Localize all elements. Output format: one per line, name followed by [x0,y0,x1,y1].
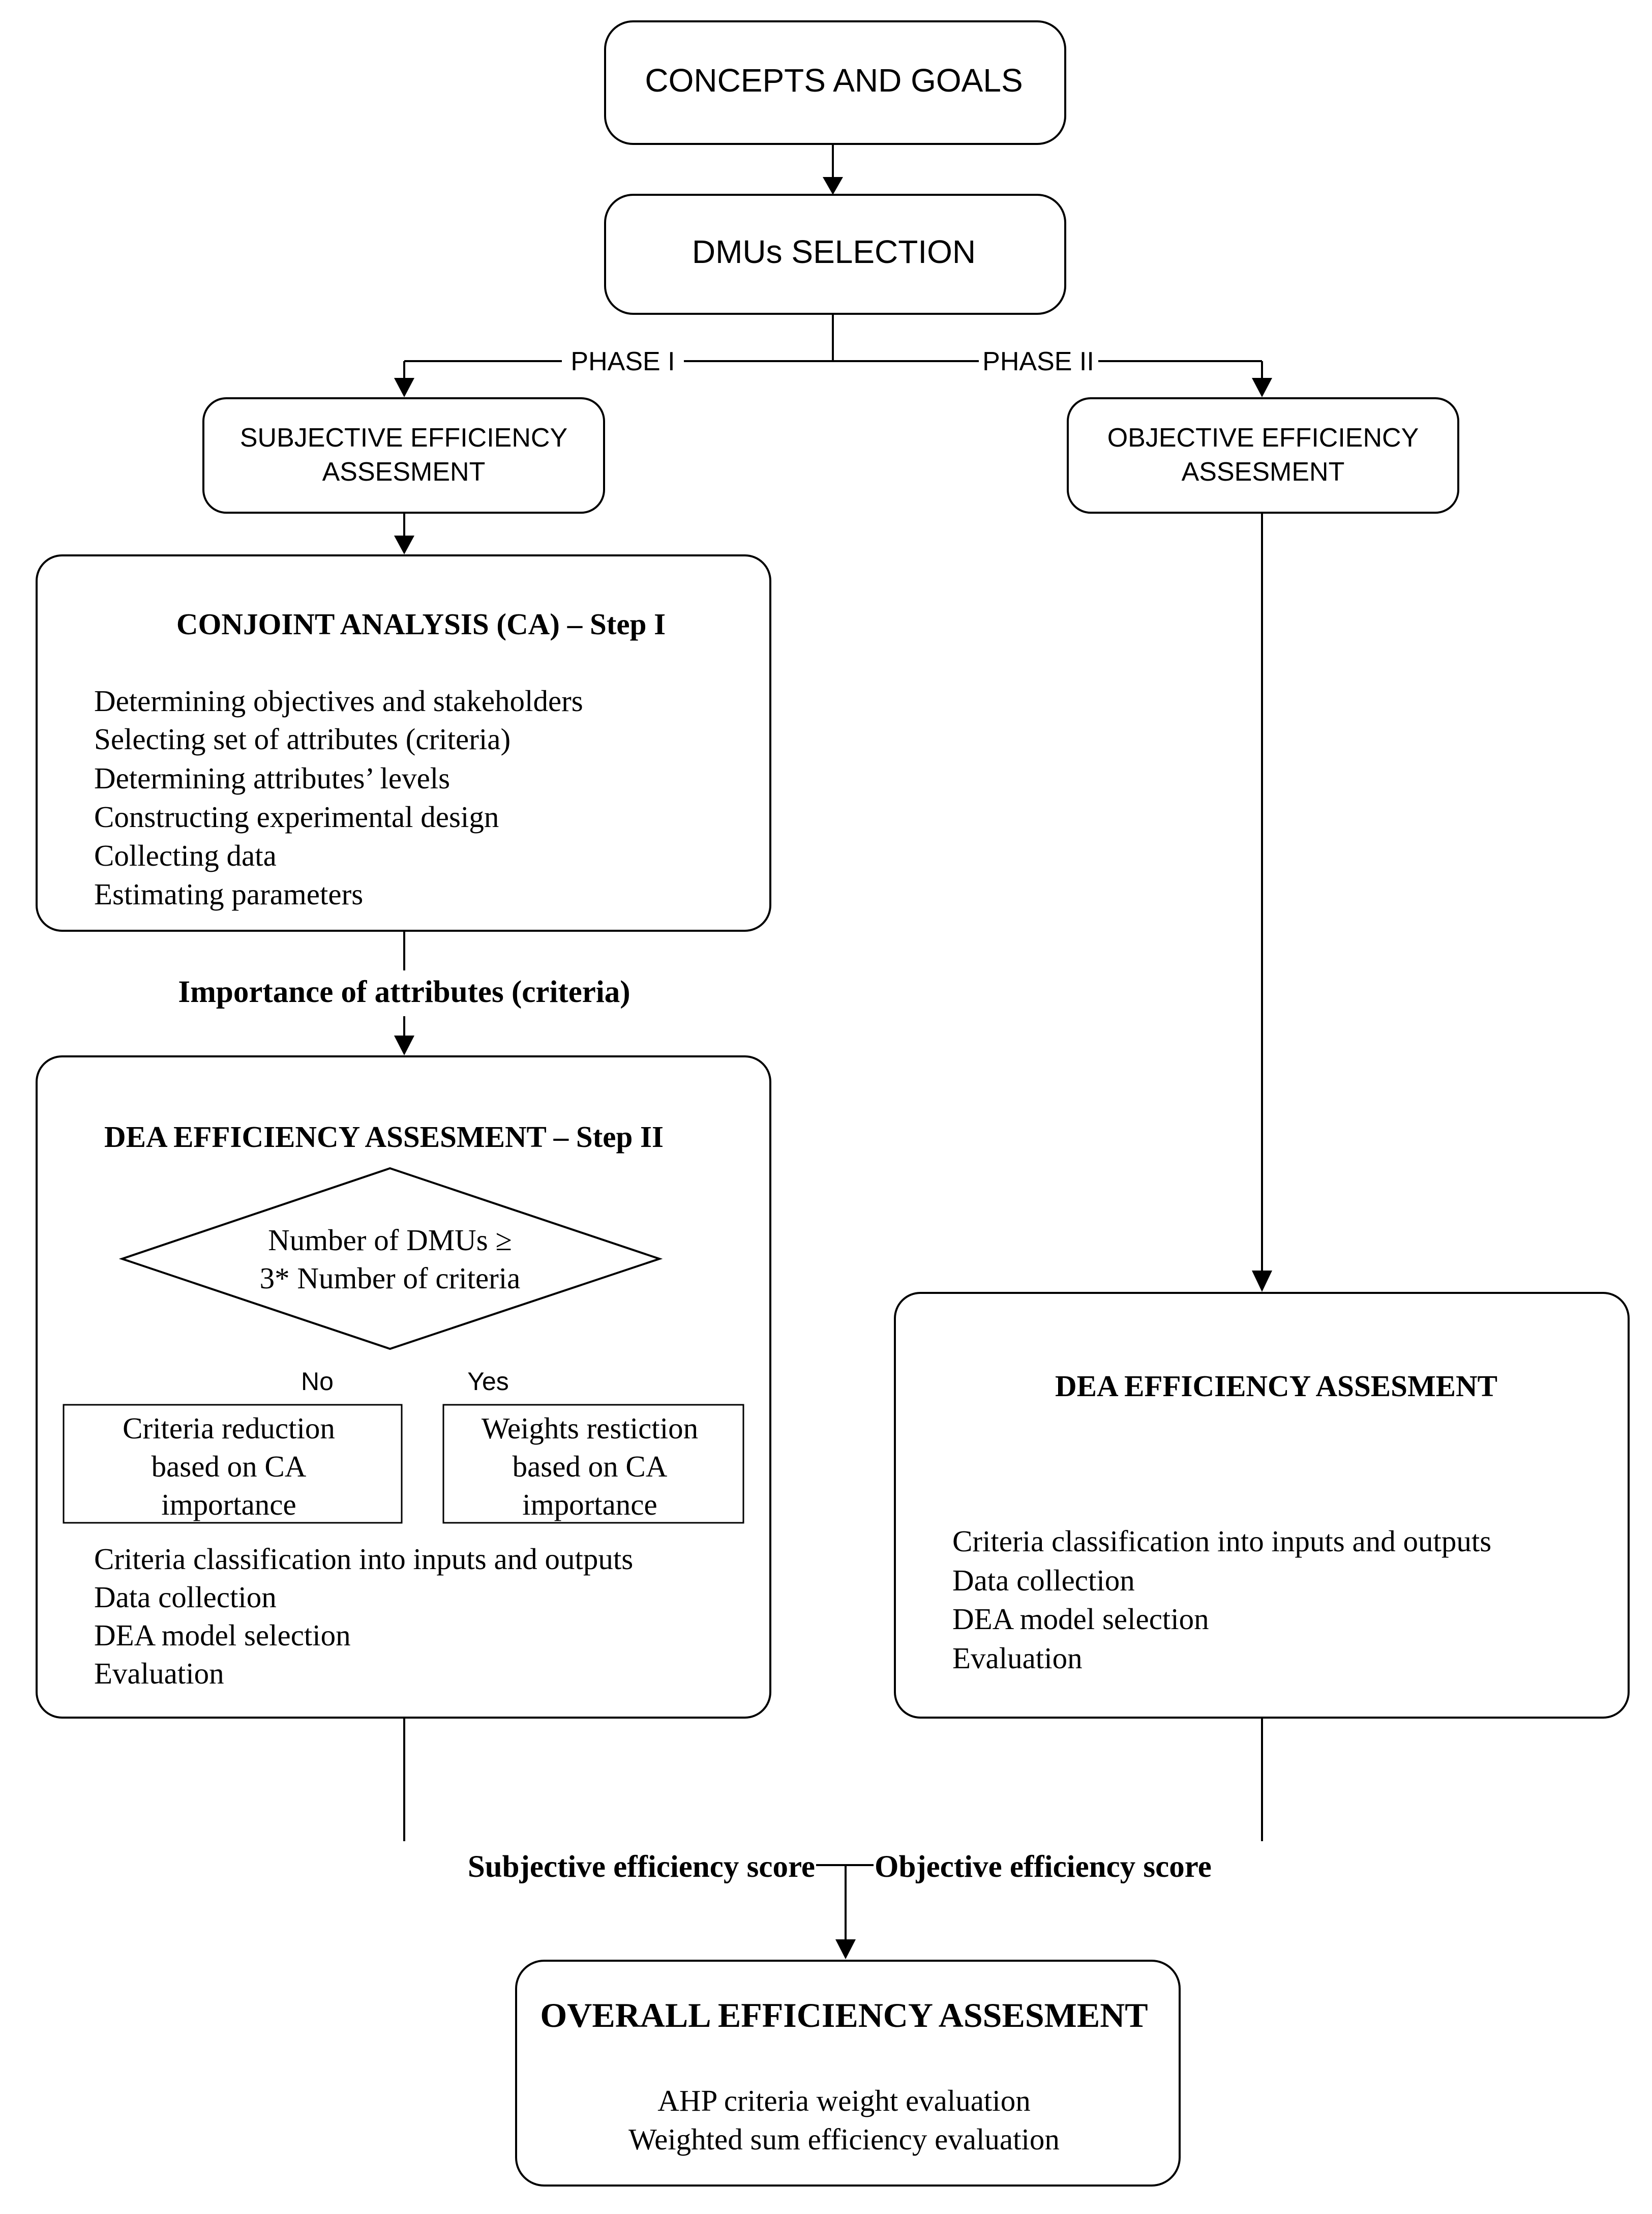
dea-objective-item: DEA model selection [952,1602,1209,1636]
subjective-score-label: Subjective efficiency score [468,1850,815,1884]
dea-step2-item: DEA model selection [94,1618,351,1652]
ca-title: CONJOINT ANALYSIS (CA) – Step I [176,607,666,641]
overall-item: AHP criteria weight evaluation [657,2084,1030,2117]
arrowhead [394,1036,414,1055]
node-objective-efficiency: OBJECTIVE EFFICIENCY ASSESMENT [1067,397,1459,514]
phase-2-label: PHASE II [982,347,1094,376]
decision-line-1: Number of DMUs ≥ [268,1223,512,1257]
ca-item: Selecting set of attributes (criteria) [94,722,510,756]
overall-item: Weighted sum efficiency evaluation [628,2122,1060,2156]
dea-step2-title: DEA EFFICIENCY ASSESMENT – Step II [104,1120,664,1154]
arrowhead [1252,1271,1272,1292]
weights-restriction-box: Weights restiction based on CA importanc… [442,1404,744,1524]
arrowhead [823,177,843,195]
decision-no-label: No [301,1367,334,1396]
dea-objective-title: DEA EFFICIENCY ASSESMENT [1055,1369,1497,1403]
node-overall-efficiency: OVERALL EFFICIENCY ASSESMENT AHP criteri… [515,1960,1181,2187]
dea-step2-item: Evaluation [94,1657,224,1690]
node-subjective-efficiency: SUBJECTIVE EFFICIENCY ASSESMENT [202,397,605,514]
arrowhead [835,1939,856,1959]
decision-yes-label: Yes [467,1367,509,1396]
arrowhead [394,378,414,397]
criteria-reduction-box: Criteria reduction based on CA importanc… [63,1404,403,1524]
node-dea-step-2: DEA EFFICIENCY ASSESMENT – Step II Numbe… [36,1055,771,1719]
dea-objective-item: Data collection [952,1563,1135,1597]
node-subjective-line-1: SUBJECTIVE EFFICIENCY [240,423,567,453]
dea-objective-item: Criteria classification into inputs and … [952,1524,1491,1558]
node-objective-line-1: OBJECTIVE EFFICIENCY [1107,423,1419,453]
node-concepts-label: CONCEPTS AND GOALS [645,62,1023,99]
weights-restriction-line: importance [522,1488,657,1521]
criteria-reduction-line: importance [161,1488,296,1521]
weights-restriction-line: based on CA [513,1450,668,1483]
criteria-reduction-line: Criteria reduction [123,1411,335,1445]
decision-line-2: 3* Number of criteria [260,1261,521,1295]
ca-item: Constructing experimental design [94,800,499,834]
objective-score-label: Objective efficiency score [875,1850,1212,1884]
phase-1-label: PHASE I [570,347,675,376]
node-dmus-selection: DMUs SELECTION [604,194,1066,315]
ca-item: Estimating parameters [94,877,363,911]
node-conjoint-analysis: CONJOINT ANALYSIS (CA) – Step I Determin… [36,554,771,932]
node-objective-line-2: ASSESMENT [1182,457,1345,487]
arrowhead [394,536,414,554]
ca-item: Determining objectives and stakeholders [94,684,583,718]
arrowhead [1252,378,1272,397]
node-subjective-line-2: ASSESMENT [322,457,486,487]
dea-objective-item: Evaluation [952,1641,1083,1675]
decision-diamond: Number of DMUs ≥ 3* Number of criteria [118,1167,663,1350]
dea-step2-item: Data collection [94,1580,277,1614]
node-dmus-label: DMUs SELECTION [692,233,976,270]
ca-item: Determining attributes’ levels [94,761,450,795]
dea-step2-item: Criteria classification into inputs and … [94,1542,633,1576]
node-concepts-and-goals: CONCEPTS AND GOALS [604,20,1066,145]
overall-title: OVERALL EFFICIENCY ASSESMENT [540,1996,1148,2034]
weights-restriction-line: Weights restiction [482,1411,698,1445]
criteria-reduction-line: based on CA [152,1450,307,1483]
importance-label: Importance of attributes (criteria) [178,975,630,1009]
ca-item: Collecting data [94,839,277,872]
node-dea-objective: DEA EFFICIENCY ASSESMENT Criteria classi… [894,1292,1630,1719]
